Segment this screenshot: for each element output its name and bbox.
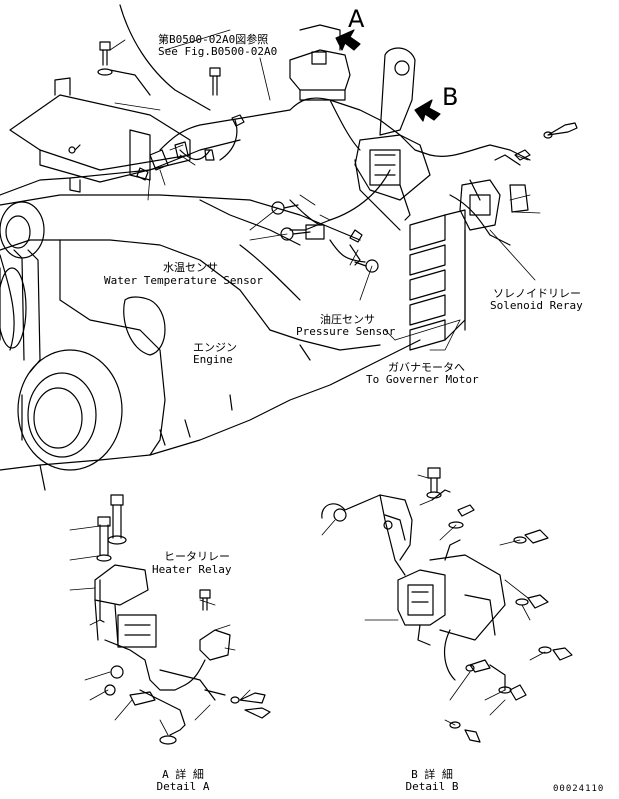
pressure-sensor-label-jp: 油圧センサ: [320, 313, 375, 326]
drawing-number: 00024110: [553, 784, 605, 794]
figure-reference-en: See Fig.B0500-02A0: [158, 45, 278, 58]
heater-relay-label-en: Heater Relay: [152, 563, 232, 576]
detail-b-title-jp: B 詳 細: [411, 768, 453, 781]
relay-bracket: [355, 48, 430, 220]
solenoid-relay: [460, 155, 528, 230]
water-temp-label-en: Water Temperature Sensor: [104, 274, 263, 287]
governor-bracket: [410, 210, 465, 350]
engine-outline: [0, 5, 420, 470]
pressure-sensor-label-en: Pressure Sensor: [296, 325, 396, 338]
clamp: [137, 115, 362, 242]
solenoid-relay-label-en: Solenoid Reray: [490, 299, 583, 312]
bolt: [98, 42, 220, 95]
detail-a-title-jp: A 詳 細: [162, 768, 204, 781]
view-arrow-b: [415, 100, 440, 121]
detail-b-title-en: Detail B: [405, 780, 459, 793]
bracket-plate: [10, 70, 190, 192]
view-label-a: A: [348, 5, 365, 33]
detail-a-title-en: Detail A: [156, 780, 210, 793]
heater-relay-label-jp: ヒータリレー: [164, 550, 230, 563]
detail-a-assembly: [95, 495, 270, 744]
leader-lines: [110, 30, 540, 350]
view-arrow-a: [336, 30, 360, 50]
connector-box-a: [290, 25, 350, 100]
fan-pulley: [0, 202, 44, 372]
detail-a-leaders: [70, 526, 250, 735]
crank-pulley: [18, 350, 122, 490]
solenoid-relay-label-jp: ソレノイドリレー: [493, 287, 581, 300]
detail-b-leaders: [322, 475, 545, 725]
bolt: [515, 123, 577, 160]
water-temp-label-jp: 水温センサ: [163, 261, 218, 274]
governor-motor-label-en: To Governer Motor: [366, 373, 479, 386]
engine-label-en: Engine: [193, 353, 233, 366]
view-label-b: B: [442, 83, 459, 111]
figure-reference-jp: 第B0500-02A0図参照: [158, 33, 269, 46]
governor-motor-label-jp: ガバナモータへ: [388, 361, 465, 374]
pressure-sensor: [350, 245, 378, 272]
wiring-harness: [160, 98, 530, 262]
detail-b-assembly: [322, 468, 572, 742]
water-temperature-sensor: [272, 202, 324, 240]
engine-label-jp: エンジン: [193, 341, 237, 354]
